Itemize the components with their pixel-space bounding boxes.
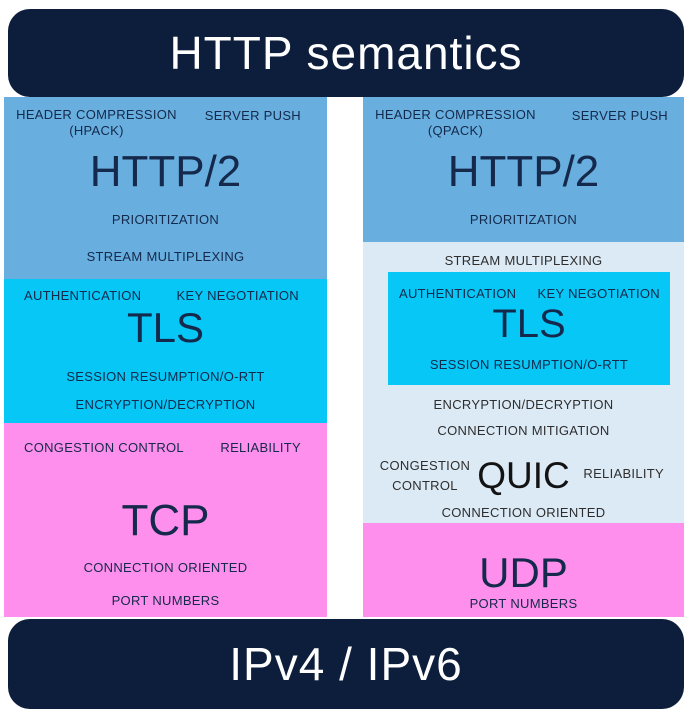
connection-oriented-label-right: CONNECTION ORIENTED: [441, 505, 606, 520]
connection-mitigation-label: CONNECTION MITIGATION: [437, 423, 610, 438]
panel-http2-left: HEADER COMPRESSION (HPACK) SERVER PUSH H…: [4, 97, 327, 279]
congestion-control-label-left: CONGESTION CONTROL: [24, 440, 184, 455]
authentication-label-left: AUTHENTICATION: [24, 288, 142, 303]
encryption-decryption-label-left: ENCRYPTION/DECRYPTION: [75, 397, 256, 412]
ipv4-ipv6-title: IPv4 / IPv6: [229, 638, 463, 690]
key-negotiation-label-left: KEY NEGOTIATION: [176, 288, 299, 303]
congestion-control-label-right: CONGESTION CONTROL: [377, 456, 473, 496]
hpack-text: (HPACK): [69, 123, 124, 139]
prioritization-label-left: PRIORITIZATION: [111, 212, 220, 227]
ip-banner: IPv4 / IPv6: [8, 619, 684, 709]
server-push-label-right: SERVER PUSH: [571, 108, 668, 123]
server-push-label-left: SERVER PUSH: [204, 108, 301, 123]
tcp-title: TCP: [121, 496, 210, 545]
tls-title-right: TLS: [492, 302, 566, 346]
congestion-text: CONGESTION: [379, 458, 471, 473]
stream-multiplexing-label-left: STREAM MULTIPLEXING: [86, 249, 245, 264]
header-compression-hpack-label: HEADER COMPRESSION (HPACK): [14, 107, 179, 140]
reliability-label-left: RELIABILITY: [220, 440, 301, 455]
port-numbers-label-left: PORT NUMBERS: [111, 593, 220, 608]
header-compression-qpack-label: HEADER COMPRESSION (QPACK): [373, 107, 538, 140]
tls-title-left: TLS: [126, 304, 205, 351]
http2-title-left: HTTP/2: [89, 147, 242, 196]
connection-oriented-label-left: CONNECTION ORIENTED: [83, 560, 248, 575]
panel-http2-right: HEADER COMPRESSION (QPACK) SERVER PUSH H…: [363, 97, 684, 242]
reliability-label-right: RELIABILITY: [583, 466, 664, 481]
control-text: CONTROL: [392, 478, 458, 494]
http-semantics-title: HTTP semantics: [169, 27, 523, 79]
session-resumption-label-left: SESSION RESUMPTION/O-RTT: [66, 369, 265, 384]
header-compression-text: HEADER COMPRESSION: [375, 107, 536, 122]
prioritization-label-right: PRIORITIZATION: [469, 212, 578, 227]
header-compression-text: HEADER COMPRESSION: [16, 107, 177, 122]
panel-udp: UDP PORT NUMBERS: [363, 523, 684, 617]
encryption-decryption-label-right: ENCRYPTION/DECRYPTION: [433, 397, 614, 412]
qpack-text: (QPACK): [427, 123, 484, 139]
panel-quic: STREAM MULTIPLEXING AUTHENTICATION KEY N…: [363, 242, 684, 523]
panel-tls-right: AUTHENTICATION KEY NEGOTIATION TLS SESSI…: [388, 272, 670, 385]
authentication-label-right: AUTHENTICATION: [399, 286, 517, 301]
quic-title: QUIC: [477, 455, 570, 496]
session-resumption-label-right: SESSION RESUMPTION/O-RTT: [429, 357, 629, 372]
port-numbers-label-right: PORT NUMBERS: [469, 596, 578, 611]
stream-multiplexing-label-right: STREAM MULTIPLEXING: [444, 253, 603, 268]
key-negotiation-label-right: KEY NEGOTIATION: [537, 286, 660, 301]
http-semantics-banner: HTTP semantics: [8, 9, 684, 97]
udp-title: UDP: [479, 549, 568, 596]
panel-tls-left: AUTHENTICATION KEY NEGOTIATION TLS SESSI…: [4, 279, 327, 423]
panel-tcp: CONGESTION CONTROL RELIABILITY TCP CONNE…: [4, 423, 327, 617]
http2-title-right: HTTP/2: [447, 147, 600, 196]
